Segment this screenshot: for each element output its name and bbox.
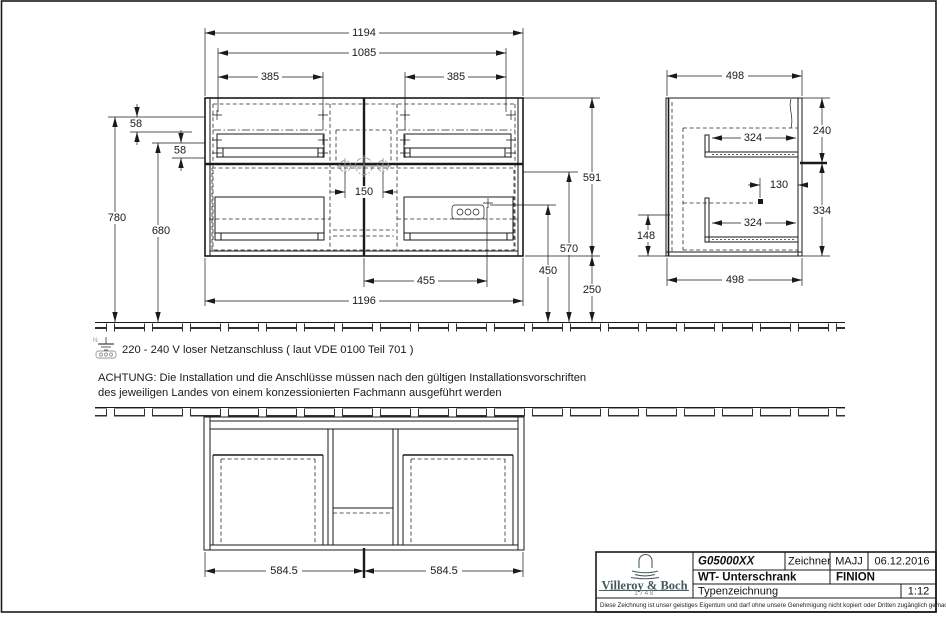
sheet-border <box>0 0 937 613</box>
drawer-name: MAJJ <box>835 556 863 568</box>
dim-bottom-half-right: 584.5 <box>430 565 458 577</box>
dim-front-455: 455 <box>417 275 435 287</box>
dim-side-shelf-bottom: 324 <box>744 217 762 229</box>
side-view <box>665 97 827 257</box>
brand-year: 1748 <box>634 590 654 597</box>
product-name: WT- Unterschrank <box>698 572 797 584</box>
dim-front-570: 570 <box>560 243 578 255</box>
front-view <box>204 97 524 257</box>
ground-symbol-icon: N <box>93 337 117 359</box>
doc-type: Typenzeichnung <box>698 586 778 598</box>
bottom-view <box>203 416 525 551</box>
wall-hanger-curve <box>789 98 793 129</box>
power-note: N 220 - 240 V loser Netzanschluss ( laut… <box>93 337 414 359</box>
warning-line2: des jeweiligen Landes von einem konzessi… <box>98 387 502 399</box>
warning-note: ACHTUNG: Die Installation und die Anschl… <box>98 372 586 399</box>
dim-front-680: 680 <box>152 225 170 237</box>
dim-side-depth-top: 498 <box>726 70 744 82</box>
drawing-date: 06.12.2016 <box>874 556 929 568</box>
brand-logo-icon <box>630 553 660 580</box>
wall-hatch-lower <box>95 407 845 417</box>
dim-front-gap1: 58 <box>130 118 142 130</box>
dim-side-334: 334 <box>813 205 831 217</box>
socket-symbol <box>451 204 485 220</box>
bottom-dimensions: 584.5 584.5 <box>204 548 524 578</box>
series-name: FINION <box>836 572 875 584</box>
dim-front-width-top: 1194 <box>352 27 376 39</box>
drawer-label: Zeichner <box>788 556 831 568</box>
dim-side-240: 240 <box>813 125 831 137</box>
title-block: G05000XX Zeichner MAJJ 06.12.2016 WT- Un… <box>595 551 946 613</box>
svg-text:N: N <box>93 337 98 344</box>
fixing-point <box>758 199 763 204</box>
dim-front-gap2: 58 <box>174 145 186 157</box>
dim-side-shelf-top: 324 <box>744 132 762 144</box>
dim-front-150: 150 <box>355 186 373 198</box>
warning-line1: ACHTUNG: Die Installation und die Anschl… <box>98 372 586 384</box>
wall-hatch-upper <box>95 322 845 332</box>
brand-name: Villeroy & Boch <box>601 579 687 593</box>
dim-front-drawer-right: 385 <box>447 71 465 83</box>
dim-side-148: 148 <box>637 230 655 242</box>
part-number: G05000XX <box>698 556 756 568</box>
drain-hole-markers <box>337 155 391 177</box>
dim-front-250: 250 <box>583 284 601 296</box>
dim-front-drawer-left: 385 <box>261 71 279 83</box>
dim-bottom-half-left: 584.5 <box>270 565 298 577</box>
dim-front-780: 780 <box>108 212 126 224</box>
front-dimensions: 1194 1085 385 385 58 58 780 680 <box>104 27 605 322</box>
power-note-text: 220 - 240 V loser Netzanschluss ( laut V… <box>122 344 414 356</box>
dim-front-width-bottom: 1196 <box>352 295 376 307</box>
dim-side-130: 130 <box>770 179 788 191</box>
side-dimensions: 498 240 334 324 324 130 148 498 <box>633 70 835 286</box>
disclaimer-text: Diese Zeichnung ist unser geistiges Eige… <box>600 602 946 609</box>
dim-side-depth-bottom: 498 <box>726 274 744 286</box>
dim-front-450: 450 <box>539 265 557 277</box>
dim-front-width-inner: 1085 <box>352 47 376 59</box>
brand-logo: Villeroy & Boch 1748 <box>599 553 689 597</box>
scale-value: 1:12 <box>908 586 929 598</box>
dim-front-591: 591 <box>583 172 601 184</box>
